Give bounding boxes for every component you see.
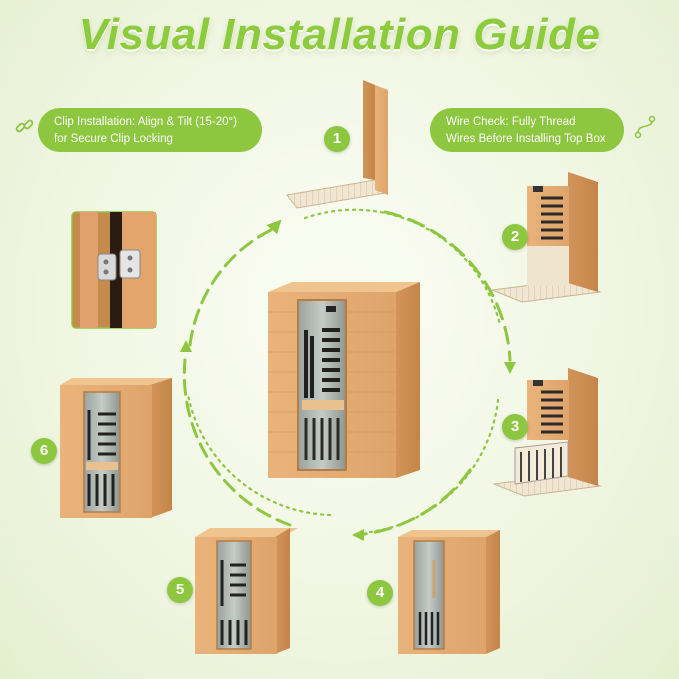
wire-check-callout: Wire Check: Fully Thread Wires Before In… — [430, 108, 624, 152]
cycle-arrows — [182, 208, 512, 537]
step-4-door-frame — [398, 530, 500, 654]
clip-installation-callout: Clip Installation: Align & Tilt (15-20°)… — [38, 108, 262, 152]
link-icon — [14, 116, 36, 143]
wire-icon — [632, 114, 658, 145]
step-badge-5: 5 — [167, 577, 193, 603]
step-badge-2: 2 — [502, 224, 528, 250]
page-title: Visual Installation Guide — [78, 10, 601, 59]
clip-detail-inset — [71, 211, 157, 329]
step-badge-1: 1 — [324, 126, 350, 152]
step-badge-3: 3 — [502, 414, 528, 440]
step-3-bench — [492, 368, 602, 497]
step-1-floor-wall — [286, 80, 388, 209]
step-6-top-box — [60, 378, 172, 518]
step-badge-6: 6 — [31, 438, 57, 464]
center-sauna-cabin — [268, 282, 420, 478]
arrow-heads — [180, 219, 516, 541]
step-5-front-panel — [195, 528, 298, 654]
step-2-back-panels — [490, 172, 602, 303]
step-badge-4: 4 — [367, 580, 393, 606]
